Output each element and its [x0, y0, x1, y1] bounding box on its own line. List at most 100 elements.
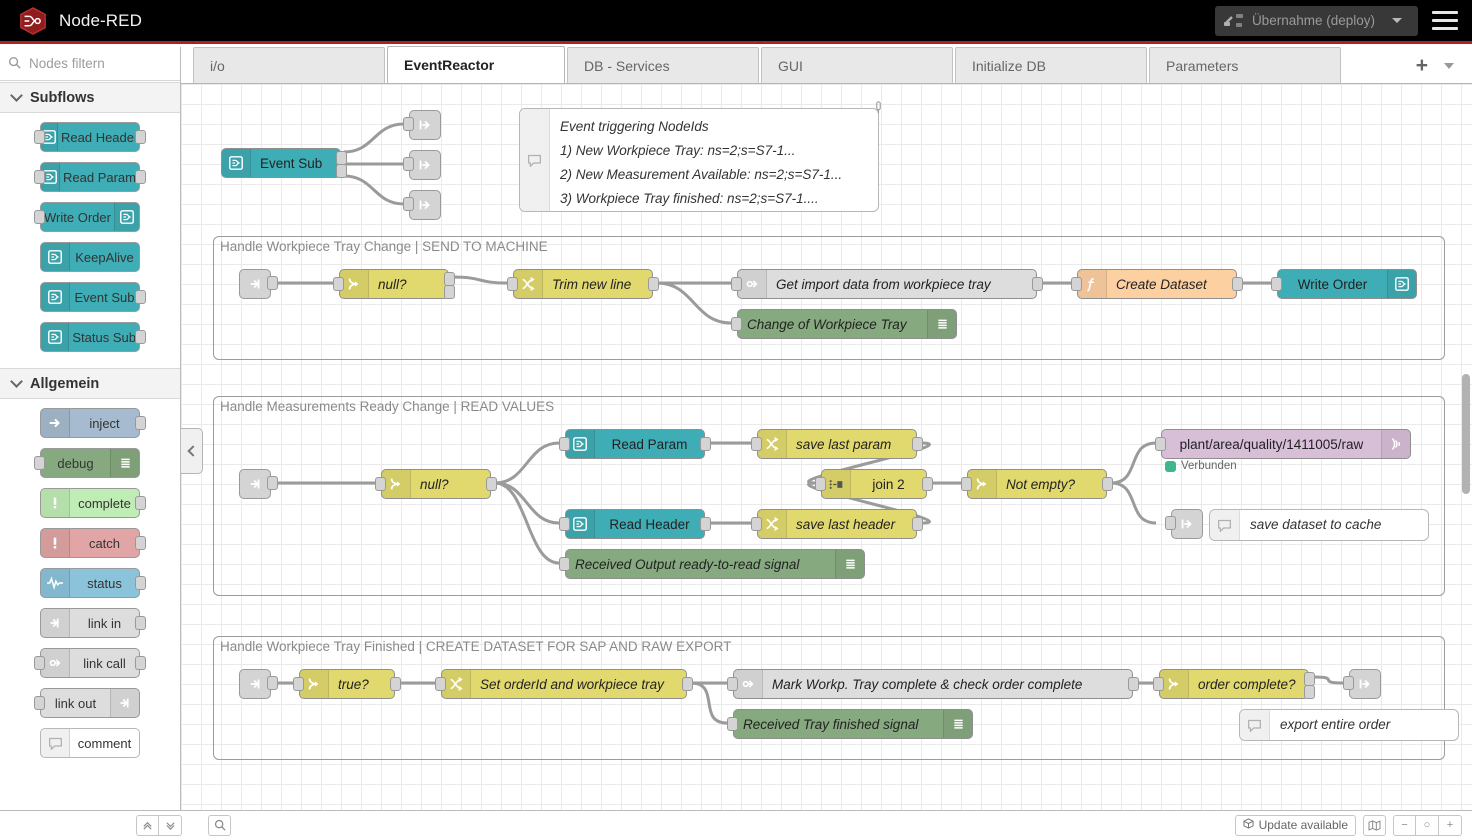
node-output-port[interactable]: [700, 517, 711, 531]
chevron-down-icon[interactable]: [1444, 62, 1454, 69]
node-output-port[interactable]: [135, 616, 146, 630]
node-output-port[interactable]: [267, 676, 278, 690]
node-output-port[interactable]: [135, 330, 146, 344]
node-input-port[interactable]: [1165, 516, 1176, 530]
node-write-order[interactable]: Write Order: [1271, 269, 1417, 299]
node-join-2[interactable]: join 2: [815, 469, 933, 499]
node-debug-change-of-workpiece-tray[interactable]: Change of Workpiece Tray: [731, 309, 957, 339]
palette-category-allgemein[interactable]: Allgemein: [0, 368, 180, 399]
palette-node-inject[interactable]: inject: [40, 408, 146, 438]
tab-db-services[interactable]: DB - Services: [567, 47, 759, 83]
zoom-reset-button[interactable]: ○: [1416, 814, 1439, 836]
hamburger-menu-icon[interactable]: [1432, 11, 1458, 30]
node-trim-new-line[interactable]: Trim new line: [507, 269, 659, 299]
tab-eventreactor[interactable]: EventReactor: [387, 46, 565, 83]
node-output-port[interactable]: [135, 536, 146, 550]
palette-node-link-out[interactable]: link out: [34, 688, 140, 718]
node-order-complete[interactable]: order complete?: [1153, 669, 1315, 699]
node-input-port[interactable]: [1271, 277, 1282, 291]
palette-collapse-handle[interactable]: [181, 428, 203, 474]
node-null-check-1[interactable]: null?: [333, 269, 455, 299]
node-output-port[interactable]: [135, 290, 146, 304]
node-input-port[interactable]: [375, 477, 386, 491]
add-flow-button[interactable]: +: [1415, 54, 1428, 77]
node-mqtt-out[interactable]: plant/area/quality/1411005/raw: [1155, 429, 1411, 459]
g2-link-in[interactable]: [239, 469, 271, 499]
scrollbar-thumb[interactable]: [1462, 374, 1470, 494]
palette-search[interactable]: [0, 47, 180, 81]
node-event-sub[interactable]: Event Sub: [221, 148, 347, 178]
palette-node-read-param[interactable]: Read Param: [34, 162, 146, 192]
node-link-out-3[interactable]: [409, 190, 441, 220]
node-output-port[interactable]: [1128, 677, 1139, 691]
g2-link-out[interactable]: [1171, 509, 1203, 539]
node-input-port[interactable]: [293, 677, 304, 691]
node-input-port[interactable]: [961, 477, 972, 491]
chevron-down-icon[interactable]: [1392, 18, 1402, 23]
group-measurements-ready[interactable]: Handle Measurements Ready Change | READ …: [213, 396, 1445, 596]
node-output-port[interactable]: [444, 285, 455, 299]
node-output-port[interactable]: [336, 164, 347, 178]
palette-node-comment[interactable]: comment: [40, 728, 140, 758]
zoom-out-button[interactable]: −: [1393, 814, 1416, 836]
group-workpiece-tray-change[interactable]: Handle Workpiece Tray Change | SEND TO M…: [213, 236, 1445, 360]
node-input-port[interactable]: [1155, 437, 1166, 451]
update-available-button[interactable]: Update available: [1234, 814, 1356, 836]
node-input-port[interactable]: [559, 437, 570, 451]
node-true-check[interactable]: true?: [293, 669, 401, 699]
palette-node-event-sub[interactable]: Event Sub: [40, 282, 146, 312]
node-input-port[interactable]: [731, 317, 742, 331]
node-input-port[interactable]: [507, 277, 518, 291]
node-output-port[interactable]: [922, 477, 933, 491]
node-read-param[interactable]: Read Param: [559, 429, 711, 459]
node-output-port[interactable]: [912, 437, 923, 451]
node-input-port[interactable]: [333, 277, 344, 291]
palette-node-status[interactable]: status: [40, 568, 146, 598]
node-input-port[interactable]: [403, 117, 414, 131]
node-input-port[interactable]: [559, 517, 570, 531]
node-input-port[interactable]: [815, 477, 826, 491]
node-output-port[interactable]: [135, 130, 146, 144]
node-mark-workp-tray-complete[interactable]: Mark Workp. Tray complete & check order …: [727, 669, 1139, 699]
node-output-port[interactable]: [486, 477, 497, 491]
navigator-map-icon[interactable]: [1363, 814, 1386, 836]
palette-category-subflows[interactable]: Subflows: [0, 82, 180, 113]
comment-save-dataset-to-cache[interactable]: save dataset to cache: [1209, 509, 1429, 541]
tab-gui[interactable]: GUI: [761, 47, 953, 83]
node-get-import-data[interactable]: Get import data from workpiece tray: [731, 269, 1043, 299]
node-input-port[interactable]: [731, 277, 742, 291]
chevrons-up-icon[interactable]: [136, 814, 159, 836]
node-input-port[interactable]: [403, 157, 414, 171]
node-output-port[interactable]: [1304, 672, 1315, 686]
node-output-port[interactable]: [267, 276, 278, 290]
search-input[interactable]: [27, 55, 172, 72]
node-output-port[interactable]: [682, 677, 693, 691]
node-output-port[interactable]: [267, 476, 278, 490]
canvas-search-button[interactable]: [208, 814, 231, 836]
palette-node-catch[interactable]: catch: [40, 528, 146, 558]
node-input-port[interactable]: [34, 170, 45, 184]
node-not-empty[interactable]: Not empty?: [961, 469, 1113, 499]
node-input-port[interactable]: [1071, 277, 1082, 291]
g3-link-out[interactable]: [1349, 669, 1381, 699]
node-input-port[interactable]: [34, 456, 45, 470]
palette-node-write-order[interactable]: Write Order: [34, 202, 140, 232]
node-output-port[interactable]: [135, 170, 146, 184]
palette-node-read-header[interactable]: Read Header: [34, 122, 146, 152]
deploy-button[interactable]: Übernahme (deploy): [1214, 5, 1418, 36]
node-output-port[interactable]: [1032, 277, 1043, 291]
node-output-port[interactable]: [336, 151, 347, 165]
node-input-port[interactable]: [34, 656, 45, 670]
node-input-port[interactable]: [727, 717, 738, 731]
comment-export-entire-order[interactable]: export entire order: [1239, 709, 1459, 741]
node-output-port[interactable]: [912, 517, 923, 531]
node-debug-tray-finished[interactable]: Received Tray finished signal: [727, 709, 973, 739]
tab-parameters[interactable]: Parameters: [1149, 47, 1341, 83]
node-input-port[interactable]: [34, 696, 45, 710]
node-input-port[interactable]: [727, 677, 738, 691]
tab-initialize-db[interactable]: Initialize DB: [955, 47, 1147, 83]
node-output-port[interactable]: [444, 272, 455, 286]
palette-node-keepalive[interactable]: KeepAlive: [40, 242, 140, 272]
node-output-port[interactable]: [135, 576, 146, 590]
